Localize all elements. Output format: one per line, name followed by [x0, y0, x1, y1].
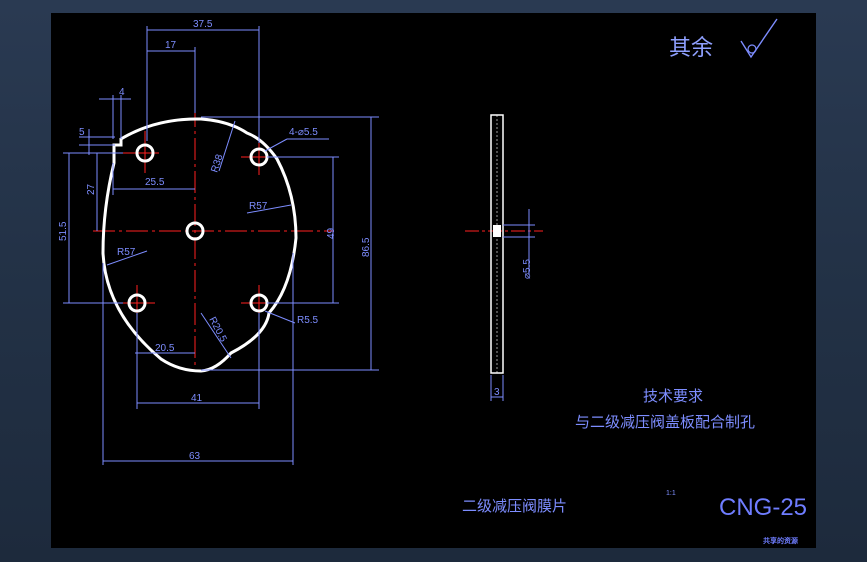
dim-r57-right: R57	[249, 201, 268, 212]
dim-hole-spec: 4-⌀5.5	[289, 127, 318, 138]
dim-r38: R38	[209, 153, 225, 174]
dim-37-5: 37.5	[193, 19, 213, 30]
dim-5-5-side: ⌀5.5	[522, 259, 533, 279]
dim-51-5: 51.5	[58, 221, 69, 241]
part-name: 二级减压阀膜片	[462, 498, 567, 515]
tech-requirements-title: 技术要求	[643, 388, 703, 405]
dimension-lines	[63, 18, 778, 465]
dim-4: 4	[119, 87, 125, 98]
watermark-stamp: 共享的资源	[763, 536, 798, 545]
hole-top-left	[135, 143, 155, 163]
dim-3: 3	[494, 387, 500, 398]
dim-49: 49	[326, 227, 337, 239]
roughness-symbol	[740, 18, 778, 59]
roughness-label: 其余	[669, 35, 713, 60]
cad-drawing: 37.5 17 4 5 27 25.5 51.5 R38 4-⌀5.5 R57 …	[58, 18, 807, 545]
hole-center	[185, 221, 205, 241]
tech-requirements-text: 与二级减压阀盖板配合制孔	[575, 413, 755, 431]
dim-20-5: 20.5	[155, 343, 175, 354]
drawing-sheet: 37.5 17 4 5 27 25.5 51.5 R38 4-⌀5.5 R57 …	[51, 13, 816, 548]
side-view	[490, 114, 504, 374]
dim-41: 41	[191, 393, 203, 404]
dim-r5-5: R5.5	[297, 315, 319, 326]
part-outline	[101, 117, 298, 373]
drawing-number: CNG-25	[719, 494, 807, 521]
membrane-contour	[101, 117, 298, 373]
dim-25-5: 25.5	[145, 177, 165, 188]
hole-bottom-left	[127, 293, 147, 313]
scale: 1:1	[666, 490, 676, 497]
dim-86-5: 86.5	[361, 237, 372, 257]
dim-27: 27	[86, 183, 97, 195]
dim-63: 63	[189, 451, 201, 462]
dim-r57-left: R57	[117, 247, 136, 258]
centerlines	[93, 105, 543, 365]
dim-17: 17	[165, 40, 177, 51]
dim-5: 5	[79, 127, 85, 138]
dim-r20-5: R20.5	[206, 315, 228, 344]
